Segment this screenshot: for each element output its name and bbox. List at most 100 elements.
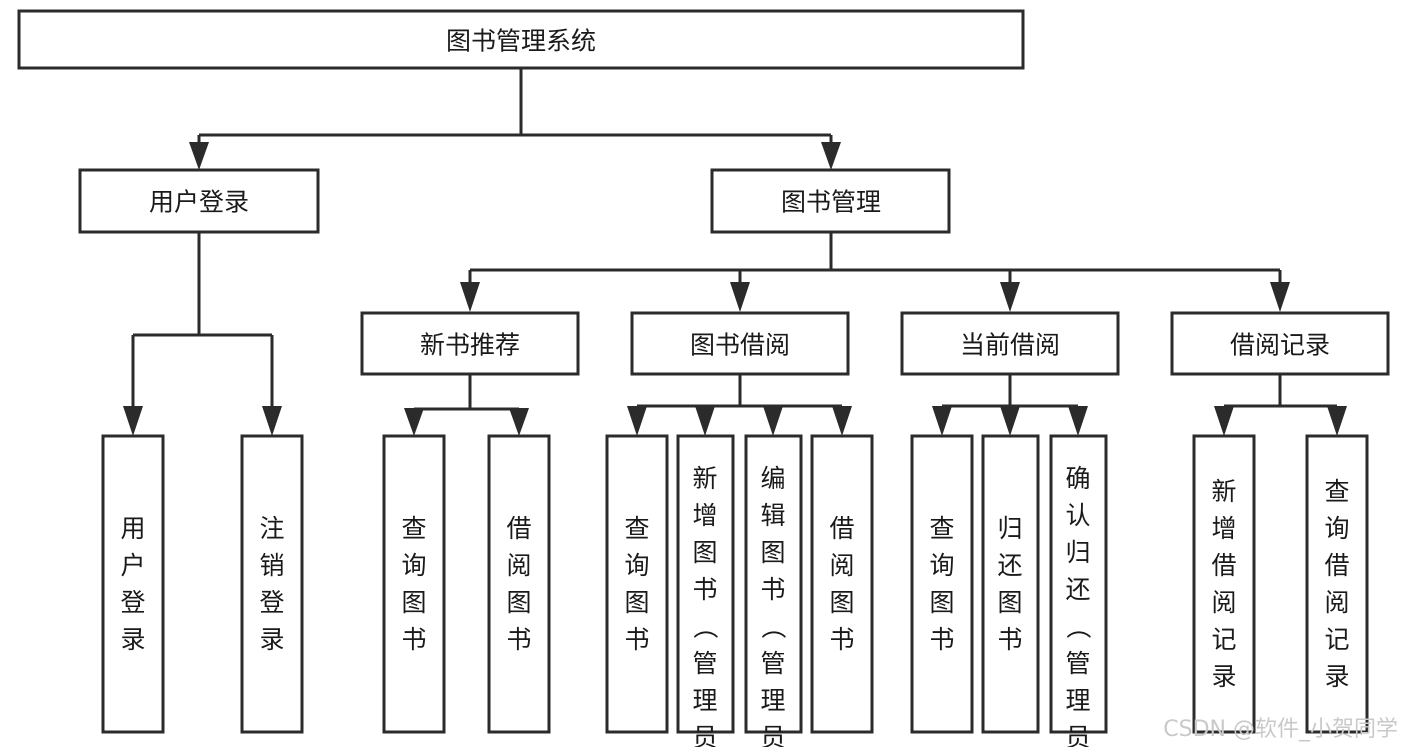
arrow-head-leaf-add-record (1214, 406, 1234, 436)
leaf-label-char: （ (691, 614, 720, 639)
node-user-login[interactable]: 用户登录 (78, 168, 320, 234)
leaf-label-char: 阅 (1324, 588, 1349, 617)
node-book-borrow[interactable]: 图书借阅 (630, 311, 850, 376)
arrow-head-current-borrow (1000, 282, 1020, 312)
node-book-manage[interactable]: 图书管理 (710, 168, 951, 234)
arrow-head-leaf-edit-book (763, 406, 783, 436)
leaf-label-char: 增 (692, 501, 717, 530)
node-current-borrow-box[interactable] (900, 311, 1120, 376)
node-new-book-recommend-box[interactable] (360, 311, 580, 376)
leaf-query-book-1-box[interactable] (382, 434, 446, 734)
leaf-label-char: 户 (120, 551, 145, 580)
leaf-label-char: 录 (259, 625, 284, 654)
leaf-label-char: 阅 (506, 551, 531, 580)
node-current-borrow[interactable]: 当前借阅 (900, 311, 1120, 376)
leaf-label-char: 录 (1211, 662, 1236, 691)
leaf-label-char: 书 (506, 625, 531, 654)
leaf-user-login[interactable]: 用户登录 (101, 434, 165, 734)
arrow-head-leaf-query-book-2 (627, 406, 647, 436)
leaf-query-book-3-box[interactable] (910, 434, 974, 734)
leaf-label-char: 录 (120, 625, 145, 654)
leaf-label-char: 图 (760, 538, 785, 567)
node-borrow-record-box[interactable] (1170, 311, 1390, 376)
leaf-label-char: 书 (401, 625, 426, 654)
leaf-label-char: 辑 (760, 501, 785, 530)
leaf-label-char: 管 (1065, 649, 1090, 678)
leaf-logout-box[interactable] (240, 434, 304, 734)
leaf-label-char: 登 (259, 588, 284, 617)
leaf-label-char: 询 (929, 551, 954, 580)
leaf-label-char: 借 (1211, 551, 1236, 580)
arrow-head-book-borrow (730, 282, 750, 312)
node-book-borrow-box[interactable] (630, 311, 850, 376)
node-book-borrow-label: 图书借阅 (690, 331, 790, 360)
leaf-label-char: （ (1064, 614, 1093, 639)
leaf-label-char: 图 (997, 588, 1022, 617)
arrow-head-leaf-return-book (1000, 406, 1020, 436)
leaf-label-char: 阅 (1211, 588, 1236, 617)
leaf-label-char: 书 (829, 625, 854, 654)
leaf-label-char: 还 (1065, 575, 1090, 604)
arrow-head-borrow-record (1270, 282, 1290, 312)
leaf-label-char: 书 (624, 625, 649, 654)
node-user-login-box[interactable] (78, 168, 320, 234)
leaf-label-char: 借 (1324, 551, 1349, 580)
leaf-label-char: 增 (1211, 514, 1236, 543)
node-root-box[interactable] (17, 9, 1025, 70)
leaf-label-char: 询 (401, 551, 426, 580)
arrow-head-leaf-add-book (695, 406, 715, 436)
node-borrow-record[interactable]: 借阅记录 (1170, 311, 1390, 376)
leaf-add-record-box[interactable] (1192, 434, 1256, 734)
leaf-query-book-2-box[interactable] (605, 434, 669, 734)
leaf-return-book-box[interactable] (981, 434, 1040, 734)
node-root[interactable]: 图书管理系统 (17, 9, 1025, 70)
node-current-borrow-label: 当前借阅 (960, 331, 1060, 360)
leaf-label-char: 书 (692, 575, 717, 604)
arrow-head-new-book-recommend (460, 282, 480, 312)
leaf-label-char: 登 (120, 588, 145, 617)
leaf-label-char: 查 (1324, 477, 1349, 506)
arrow-head-leaf-borrow-book-1 (509, 408, 529, 436)
leaf-confirm-return-box[interactable] (1049, 434, 1108, 734)
leaf-label-char: 录 (1324, 662, 1349, 691)
leaf-label-char: 图 (506, 588, 531, 617)
node-book-manage-box[interactable] (710, 168, 951, 234)
leaf-label-char: 员 (692, 723, 717, 747)
leaf-label-char: 查 (624, 514, 649, 543)
leaf-borrow-book-1-box[interactable] (487, 434, 551, 734)
leaf-add-book-box[interactable] (676, 434, 735, 734)
leaf-label-char: 还 (997, 551, 1022, 580)
node-borrow-record-label: 借阅记录 (1230, 331, 1330, 360)
leaf-edit-book-box[interactable] (744, 434, 803, 734)
leaf-label-char: 查 (401, 514, 426, 543)
arrow-head-leaf-borrow-book-2 (832, 406, 852, 436)
node-new-book-recommend[interactable]: 新书推荐 (360, 311, 580, 376)
arrow-head-leaf-logout (262, 406, 282, 436)
arrow-head-leaf-query-book-1 (404, 408, 424, 436)
leaf-label-char: 归 (1065, 538, 1090, 567)
leaf-query-record-box[interactable] (1305, 434, 1369, 734)
leaf-borrow-book-2-box[interactable] (810, 434, 874, 734)
node-book-manage-label: 图书管理 (781, 188, 881, 217)
leaf-user-login-box[interactable] (101, 434, 165, 734)
connector-layer (123, 68, 1347, 436)
